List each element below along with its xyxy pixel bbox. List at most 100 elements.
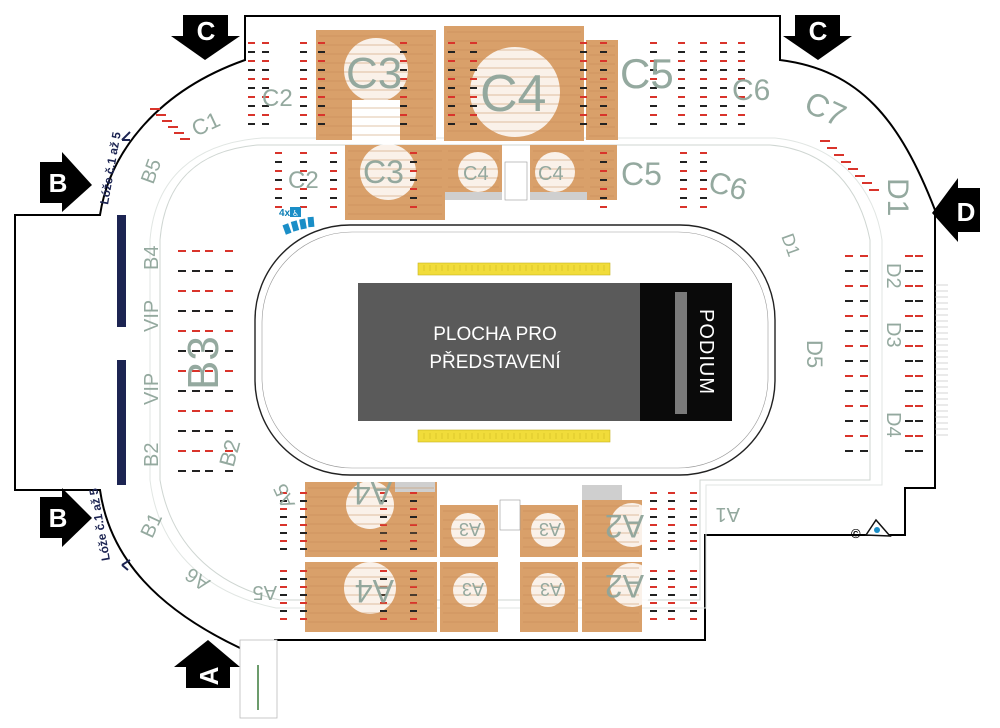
seat-row-mark [225, 270, 233, 272]
seat-row-mark [192, 290, 200, 292]
seat-row-mark [410, 206, 417, 208]
seat-row-mark [915, 300, 923, 302]
seat-row-mark [300, 532, 307, 534]
wheelchair-seats[interactable] [282, 207, 315, 235]
seat-row-mark [448, 123, 455, 125]
seat-row-mark [225, 410, 233, 412]
seat-row-mark [262, 60, 269, 62]
performance-floor[interactable] [358, 283, 641, 421]
seat-row-mark [905, 300, 913, 302]
entrance-d[interactable]: D [932, 178, 980, 242]
seat-row-mark [300, 610, 307, 612]
seat-row-mark [905, 390, 913, 392]
seat-row-mark [380, 602, 387, 604]
section-a3-lower-right[interactable] [520, 562, 578, 632]
seat-row-mark [650, 570, 657, 572]
seat-row-mark [248, 87, 255, 89]
seat-row-mark [300, 516, 307, 518]
seat-row-mark [580, 87, 587, 89]
seat-row-mark [700, 78, 707, 80]
seat-row-mark [470, 105, 477, 107]
seat-row-mark [380, 524, 387, 526]
seat-row-mark [178, 450, 186, 452]
seat-row-mark [678, 60, 685, 62]
label-b3: B3 [179, 336, 228, 390]
seat-row-mark [300, 123, 307, 125]
seat-row-mark [650, 618, 657, 620]
seat-row-mark [650, 78, 657, 80]
section-c4-lower-left[interactable] [445, 145, 502, 200]
seat-row-mark [380, 508, 387, 510]
section-a3-lower-left[interactable] [440, 562, 498, 632]
seat-row-mark [905, 435, 913, 437]
seat-row-mark [318, 123, 325, 125]
label-c6-upper: C6 [732, 74, 770, 107]
seat-row-mark [280, 508, 287, 510]
seat-row-mark [178, 390, 186, 392]
section-a4-lower[interactable] [305, 562, 437, 632]
section-a3-upper-right[interactable] [520, 505, 578, 557]
seat-row-mark [380, 492, 387, 494]
seat-row-mark [470, 96, 477, 98]
section-c3-lower[interactable] [345, 144, 445, 220]
label-a5-lower: A5 [253, 581, 277, 603]
seat-row-mark [834, 154, 844, 156]
seat-row-mark [580, 78, 587, 80]
seat-row-mark [205, 390, 213, 392]
entrance-b-north[interactable]: B [40, 152, 92, 212]
seat-row-mark [650, 114, 657, 116]
seat-row-mark [470, 69, 477, 71]
seat-row-mark [700, 87, 707, 89]
seat-row-mark [580, 114, 587, 116]
entrance-b-south[interactable]: B [40, 488, 92, 547]
seat-row-mark [410, 170, 417, 172]
seat-row-mark [248, 78, 255, 80]
seat-row-mark [400, 42, 407, 44]
loge-boxes[interactable] [117, 215, 126, 485]
entrance-c-east[interactable]: C [783, 15, 852, 60]
seat-row-mark [262, 42, 269, 44]
seat-row-mark [300, 170, 307, 172]
seat-row-mark [300, 206, 307, 208]
seat-row-mark [720, 96, 727, 98]
seat-row-mark [690, 610, 697, 612]
seat-row-mark [410, 548, 417, 550]
bench-ticks [423, 265, 605, 439]
seat-row-mark [300, 524, 307, 526]
seat-row-mark [400, 114, 407, 116]
seat-row-mark [410, 618, 417, 620]
seat-row-mark [448, 42, 455, 44]
section-a2-upper[interactable] [582, 485, 654, 557]
seat-row-mark [178, 290, 186, 292]
seat-row-mark [860, 405, 868, 407]
seat-row-mark [860, 285, 868, 287]
seat-row-mark [178, 310, 186, 312]
section-c4-lower-right[interactable] [530, 145, 587, 200]
seat-row-mark [915, 450, 923, 452]
section-a4-upper[interactable] [305, 481, 437, 557]
seat-row-mark [205, 310, 213, 312]
entrance-a[interactable]: A [174, 640, 240, 688]
seat-row-mark [205, 350, 213, 352]
seat-row-mark [192, 450, 200, 452]
section-a2-lower[interactable] [582, 562, 654, 632]
label-c5-lower: C5 [621, 156, 662, 192]
seat-row-mark [690, 602, 697, 604]
section-c5-lower[interactable] [587, 145, 617, 200]
section-a3-upper-left[interactable] [440, 505, 498, 557]
seat-row-mark [300, 114, 307, 116]
label-c4-lower-left: C4 [463, 163, 489, 185]
seat-row-mark [300, 78, 307, 80]
seat-row-mark [650, 540, 657, 542]
seat-row-mark [690, 578, 697, 580]
seat-row-mark [668, 578, 675, 580]
seat-row-mark [410, 500, 417, 502]
seat-row-mark [192, 410, 200, 412]
seat-row-mark [650, 105, 657, 107]
seat-row-mark [178, 270, 186, 272]
entrance-c-west[interactable]: C [171, 15, 240, 60]
seat-row-mark [845, 330, 853, 332]
concourse-ring-2 [149, 137, 883, 609]
seat-row-mark [845, 360, 853, 362]
seat-row-mark [262, 69, 269, 71]
